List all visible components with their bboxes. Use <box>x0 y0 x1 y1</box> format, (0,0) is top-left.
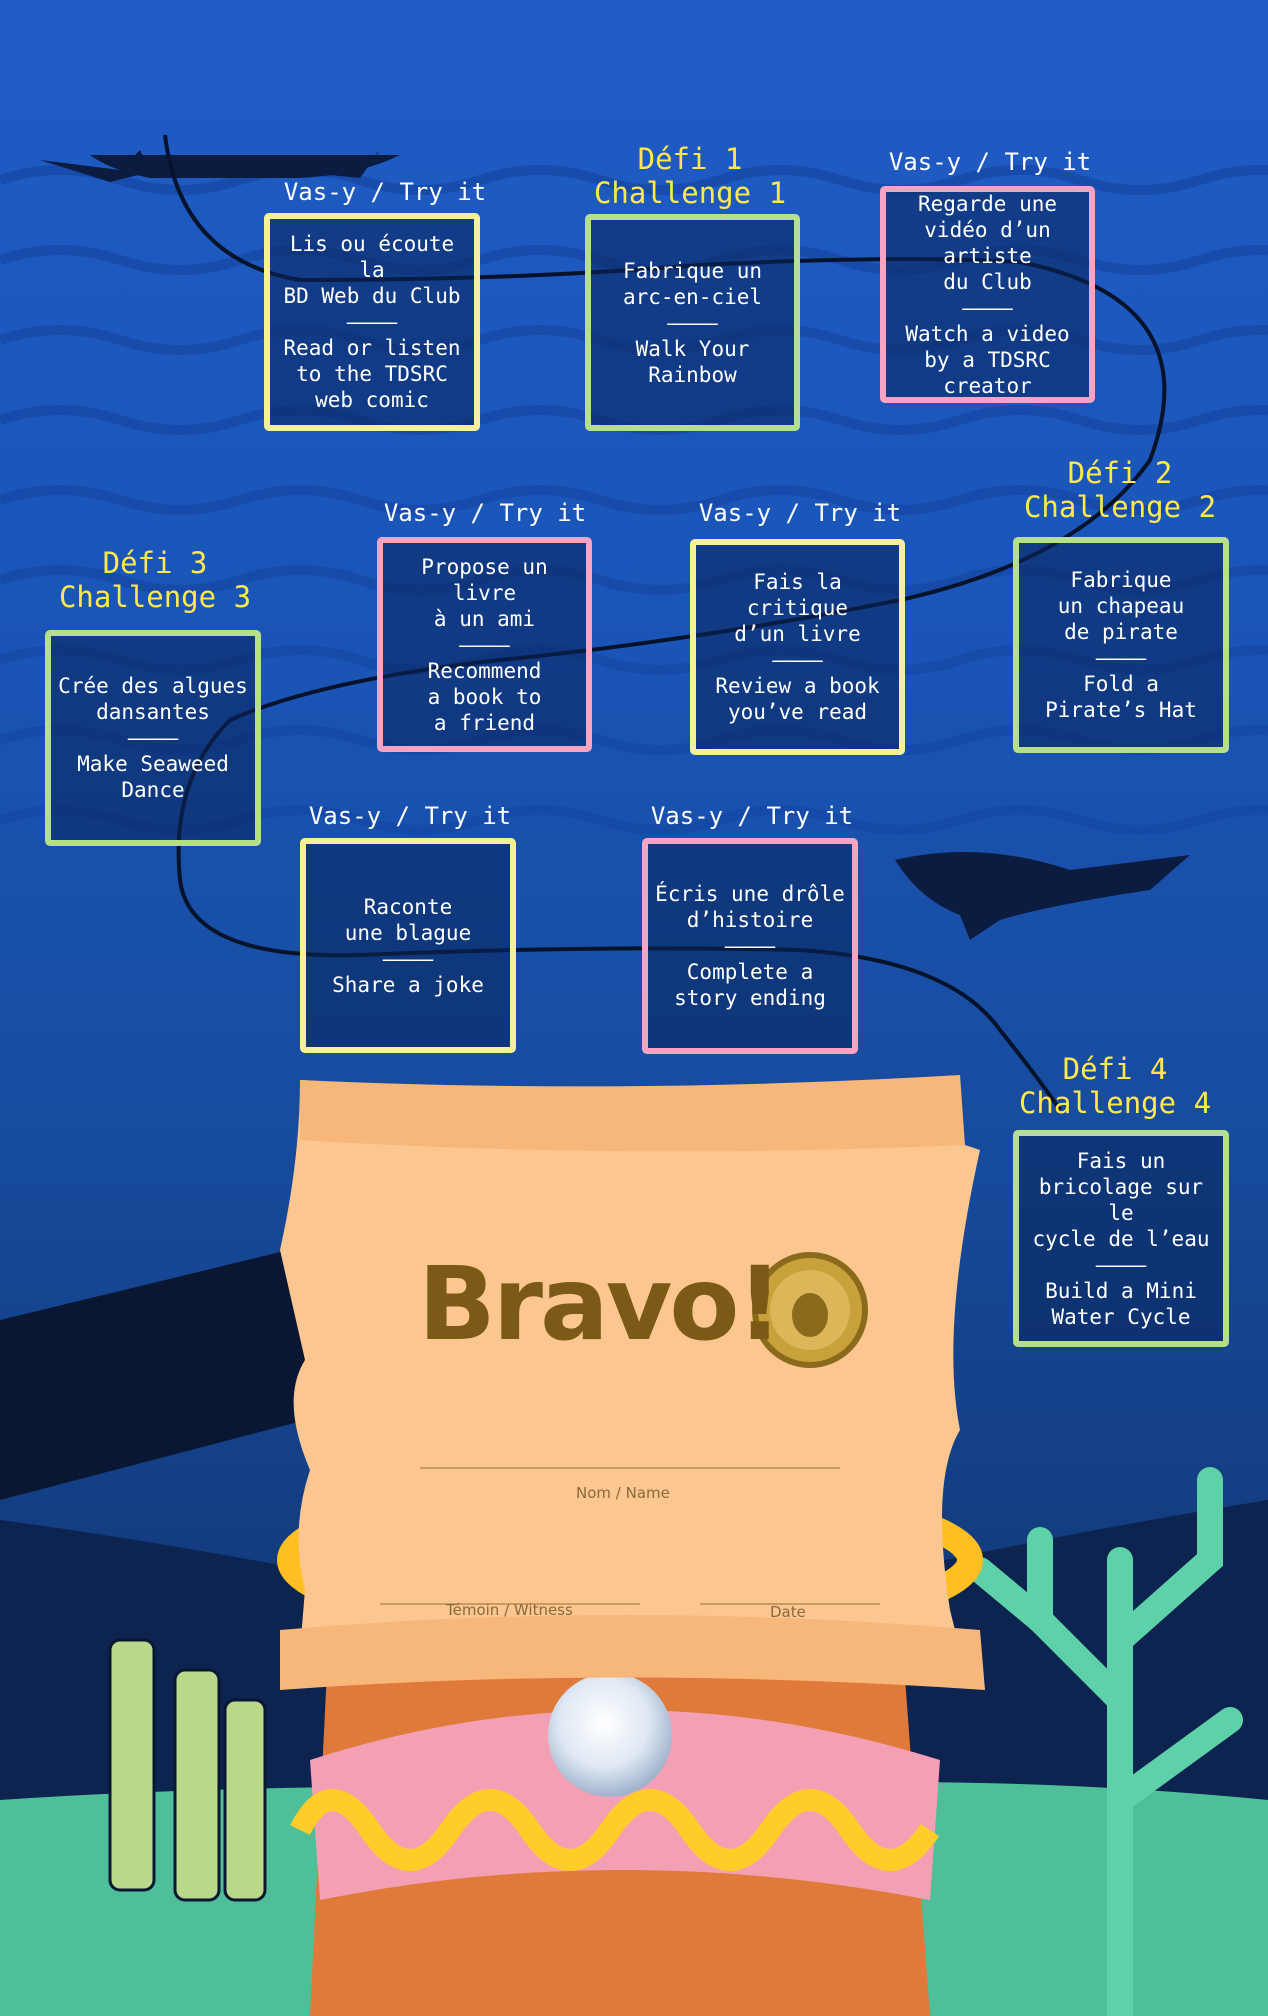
try-label: Vas-y / Try it <box>383 499 587 527</box>
scroll-paper <box>280 1080 980 1650</box>
activity-box-artist-video[interactable]: Regarde une vidéo d’un artiste du Club –… <box>880 186 1095 403</box>
certificate-title: Bravo! <box>418 1245 783 1364</box>
activity-box-recommend-book[interactable]: Propose un livre à un ami –––– Recommend… <box>377 537 592 752</box>
try-label: Vas-y / Try it <box>283 178 487 206</box>
try-label: Vas-y / Try it <box>888 148 1092 176</box>
activity-text: Fabrique un arc-en-ciel –––– Walk Your R… <box>622 258 763 387</box>
activity-box-review-book[interactable]: Fais la critique d’un livre –––– Review … <box>690 539 905 755</box>
date-label: Date <box>770 1603 806 1621</box>
scroll-bottom-roll <box>280 1615 985 1690</box>
clam-gold-wave <box>290 1789 940 1871</box>
activity-text: Propose un livre à un ami –––– Recommend… <box>421 554 548 735</box>
challenge-label: Défi 3 Challenge 3 <box>58 546 252 614</box>
challenge-label: Défi 1 Challenge 1 <box>593 142 787 210</box>
activity-text: Écris une drôle d’histoire –––– Complete… <box>655 882 845 1010</box>
activity-text: Fais un bricolage sur le cycle de l’eau … <box>1032 1148 1210 1329</box>
activity-box-challenge-3[interactable]: Crée des algues dansantes –––– Make Seaw… <box>45 630 261 846</box>
try-label: Vas-y / Try it <box>698 499 902 527</box>
activity-box-webcomic[interactable]: Lis ou écoute la BD Web du Club –––– Rea… <box>264 213 480 431</box>
activity-box-joke[interactable]: Raconte une blague –––– Share a joke <box>300 838 516 1053</box>
branch-coral <box>967 1467 1243 2016</box>
activity-text: Fabrique un chapeau de pirate –––– Fold … <box>1045 568 1197 722</box>
activity-text: Raconte une blague –––– Share a joke <box>332 894 484 997</box>
challenge-label: Défi 4 Challenge 4 <box>1018 1052 1212 1120</box>
activity-box-challenge-1[interactable]: Fabrique un arc-en-ciel –––– Walk Your R… <box>585 214 800 431</box>
challenge-label: Défi 2 Challenge 2 <box>1023 456 1217 524</box>
pearl <box>548 1673 672 1797</box>
bravo-seal <box>752 1252 868 1368</box>
activity-text: Crée des algues dansantes –––– Make Seaw… <box>58 674 248 802</box>
activity-box-challenge-4[interactable]: Fais un bricolage sur le cycle de l’eau … <box>1013 1130 1229 1347</box>
activity-text: Regarde une vidéo d’un artiste du Club –… <box>905 191 1070 398</box>
tube-coral <box>108 1638 267 1902</box>
activity-box-challenge-2[interactable]: Fabrique un chapeau de pirate –––– Fold … <box>1013 537 1229 753</box>
try-label: Vas-y / Try it <box>650 802 854 830</box>
witness-label: Témoin / Witness <box>446 1601 573 1619</box>
activity-text: Fais la critique d’un livre –––– Review … <box>715 570 880 724</box>
activity-box-story-ending[interactable]: Écris une drôle d’histoire –––– Complete… <box>642 838 858 1054</box>
name-label: Nom / Name <box>576 1484 670 1502</box>
try-label: Vas-y / Try it <box>308 802 512 830</box>
activity-text: Lis ou écoute la BD Web du Club –––– Rea… <box>283 232 461 412</box>
scroll-top-roll <box>300 1075 965 1152</box>
shark-silhouettes <box>40 150 1190 940</box>
